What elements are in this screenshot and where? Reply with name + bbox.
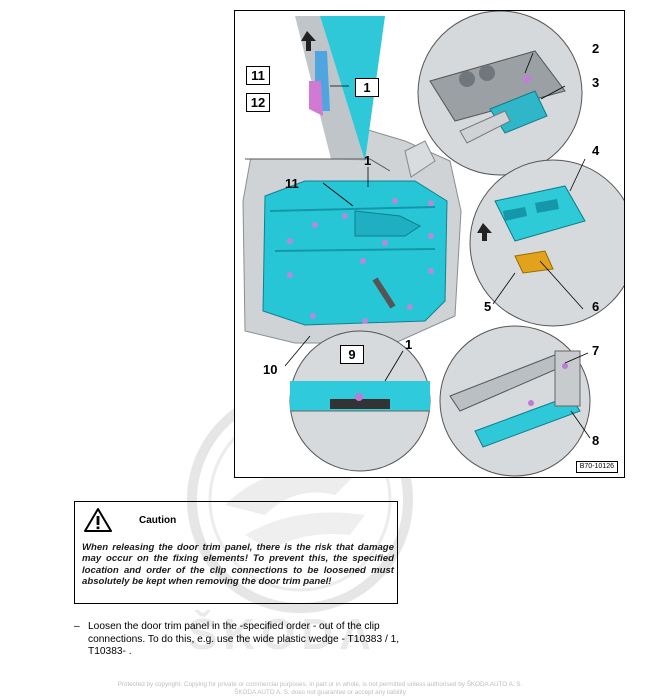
callout-1-door: 1 [364, 153, 371, 168]
callout-11-door: 11 [285, 176, 299, 191]
leader-lines [284, 52, 591, 439]
step-bullet: – [74, 621, 80, 632]
inset-circle-handle [439, 325, 591, 477]
door-trim-illustration: 2 3 4 5 6 7 8 1 1 11 10 [240, 11, 624, 477]
callout-10: 10 [263, 362, 277, 377]
callout-8: 8 [592, 433, 599, 448]
callout-5: 5 [484, 299, 491, 314]
callout-7: 7 [592, 343, 599, 358]
inset-circle-clip [289, 330, 431, 472]
copyright-notice: Protected by copyright. Copying for priv… [117, 681, 523, 696]
callout-11-inset: 11 [246, 66, 270, 85]
callout-9-inset: 9 [340, 345, 364, 364]
caution-header: Caution [83, 507, 383, 533]
callout-1-inset: 1 [355, 78, 379, 97]
step-text: Loosen the door trim panel in the -speci… [88, 621, 400, 658]
caution-text: When releasing the door trim panel, ther… [82, 542, 394, 587]
callout-6: 6 [592, 299, 599, 314]
callout-3: 3 [592, 75, 599, 90]
door-panel-drawing [242, 120, 462, 344]
callout-4: 4 [592, 143, 600, 158]
caution-box: Caution When releasing the door trim pan… [74, 501, 398, 604]
caution-title: Caution [139, 515, 177, 526]
callout-1-clip-inset: 1 [405, 337, 412, 352]
figure-code: B70-10126 [575, 461, 618, 473]
callout-2: 2 [592, 41, 599, 56]
inset-circle-window-switch [469, 159, 624, 327]
callout-12-inset: 12 [246, 93, 270, 112]
watermark-brand-text: ŠKODA [188, 610, 377, 659]
door-trim-figure: 2 3 4 5 6 7 8 1 1 11 10 1 11 12 9 B70-10… [234, 10, 625, 478]
warning-triangle-icon [84, 508, 112, 532]
inset-door-edge [240, 16, 391, 172]
inset-circle-switch [417, 11, 583, 176]
